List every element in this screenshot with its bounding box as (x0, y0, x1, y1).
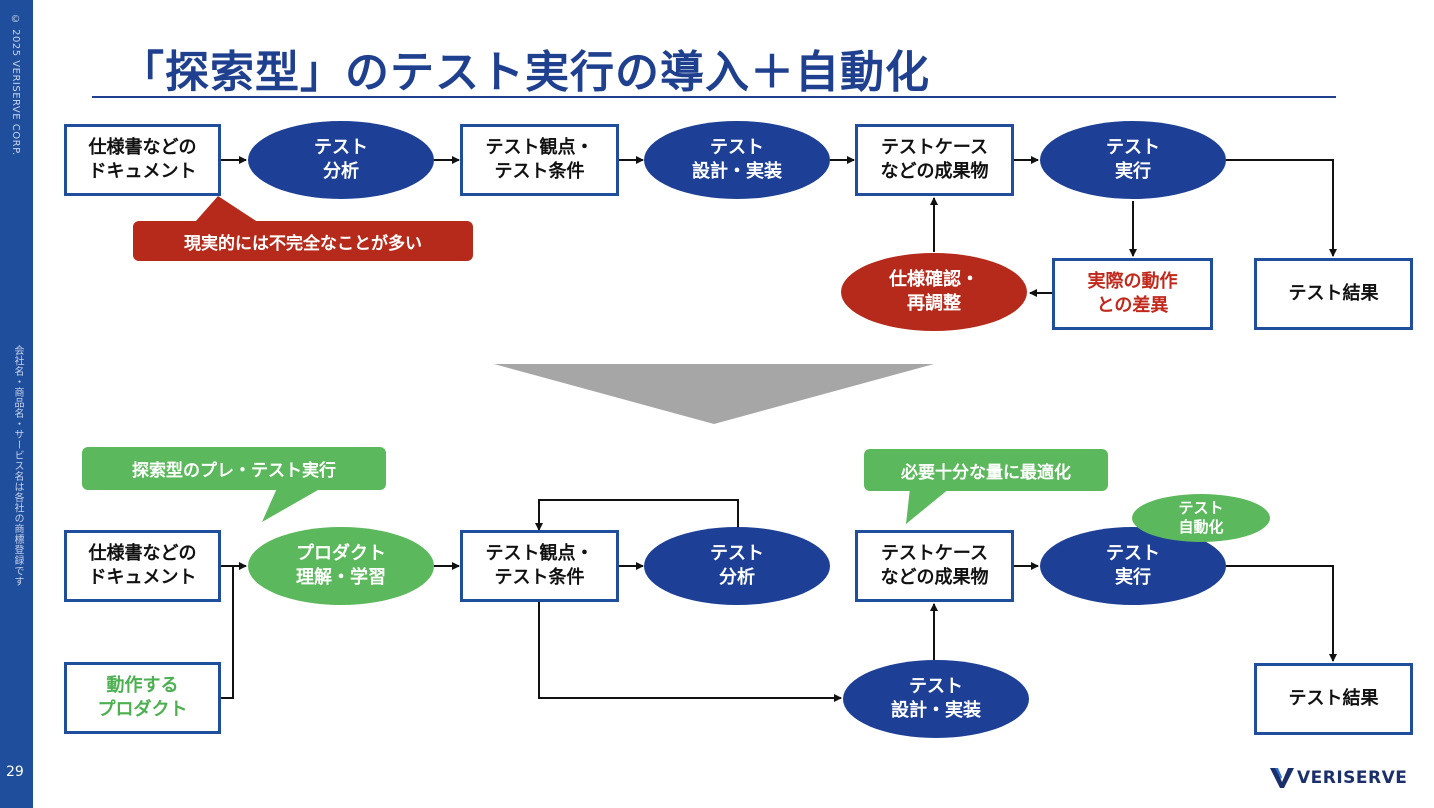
copyright-text: © 2025 VERISERVE CORP. (10, 14, 21, 156)
line-working-product-merge (221, 566, 234, 699)
top-spec-doc-box: 仕様書などの ドキュメント (64, 124, 221, 196)
bottom-result-box: テスト結果 (1254, 663, 1413, 735)
arrow-execution-to-result (1226, 565, 1337, 662)
top-design-node: テスト 設計・実装 (644, 121, 830, 199)
arrow-analysis-loop (535, 499, 739, 531)
transition-arrow-icon (494, 364, 934, 424)
bottom-testcases-box: テストケース などの成果物 (855, 530, 1014, 602)
callout-tail-green-explore (262, 486, 325, 522)
bottom-working-product-box: 動作する プロダクト (64, 662, 221, 734)
trademark-notice: 会社名・商品名・サービス名は各社の商標登録です (12, 345, 23, 587)
arrow-viewpoints-to-design (538, 602, 842, 702)
bottom-viewpoints-box: テスト観点・ テスト条件 (460, 530, 619, 602)
top-result-box: テスト結果 (1254, 258, 1413, 330)
page-number: 29 (6, 764, 24, 780)
top-testcases-box: テストケース などの成果物 (855, 124, 1014, 196)
title-underline (92, 96, 1336, 98)
top-diff-box: 実際の動作 との差異 (1052, 258, 1213, 330)
veriserve-logo-icon (1270, 768, 1294, 788)
top-execution-node: テスト 実行 (1040, 121, 1226, 199)
veriserve-logo-text: VERISERVE (1297, 768, 1408, 788)
bottom-spec-doc-box: 仕様書などの ドキュメント (64, 530, 221, 602)
veriserve-logo: VERISERVE (1270, 768, 1407, 788)
top-spec-confirm-node: 仕様確認・ 再調整 (841, 253, 1027, 331)
top-analysis-node: テスト 分析 (248, 121, 434, 199)
slide-title: 「探索型」のテスト実行の導入＋自動化 (120, 47, 930, 98)
top-incomplete-callout: 現実的には不完全なことが多い (133, 221, 473, 261)
callout-tail-green-optimize (906, 488, 950, 524)
bottom-product-understanding-node: プロダクト 理解・学習 (248, 527, 434, 605)
bottom-design-node: テスト 設計・実装 (843, 660, 1029, 738)
top-viewpoints-box: テスト観点・ テスト条件 (460, 124, 619, 196)
bottom-analysis-node: テスト 分析 (644, 527, 830, 605)
sidebar: © 2025 VERISERVE CORP. 会社名・商品名・サービス名は各社の… (0, 0, 33, 808)
bottom-optimize-callout: 必要十分な量に最適化 (864, 449, 1108, 491)
arrow-execution-to-result (1226, 159, 1337, 257)
bottom-automation-node: テスト 自動化 (1132, 494, 1270, 542)
bottom-explore-callout: 探索型のプレ・テスト実行 (82, 447, 386, 490)
